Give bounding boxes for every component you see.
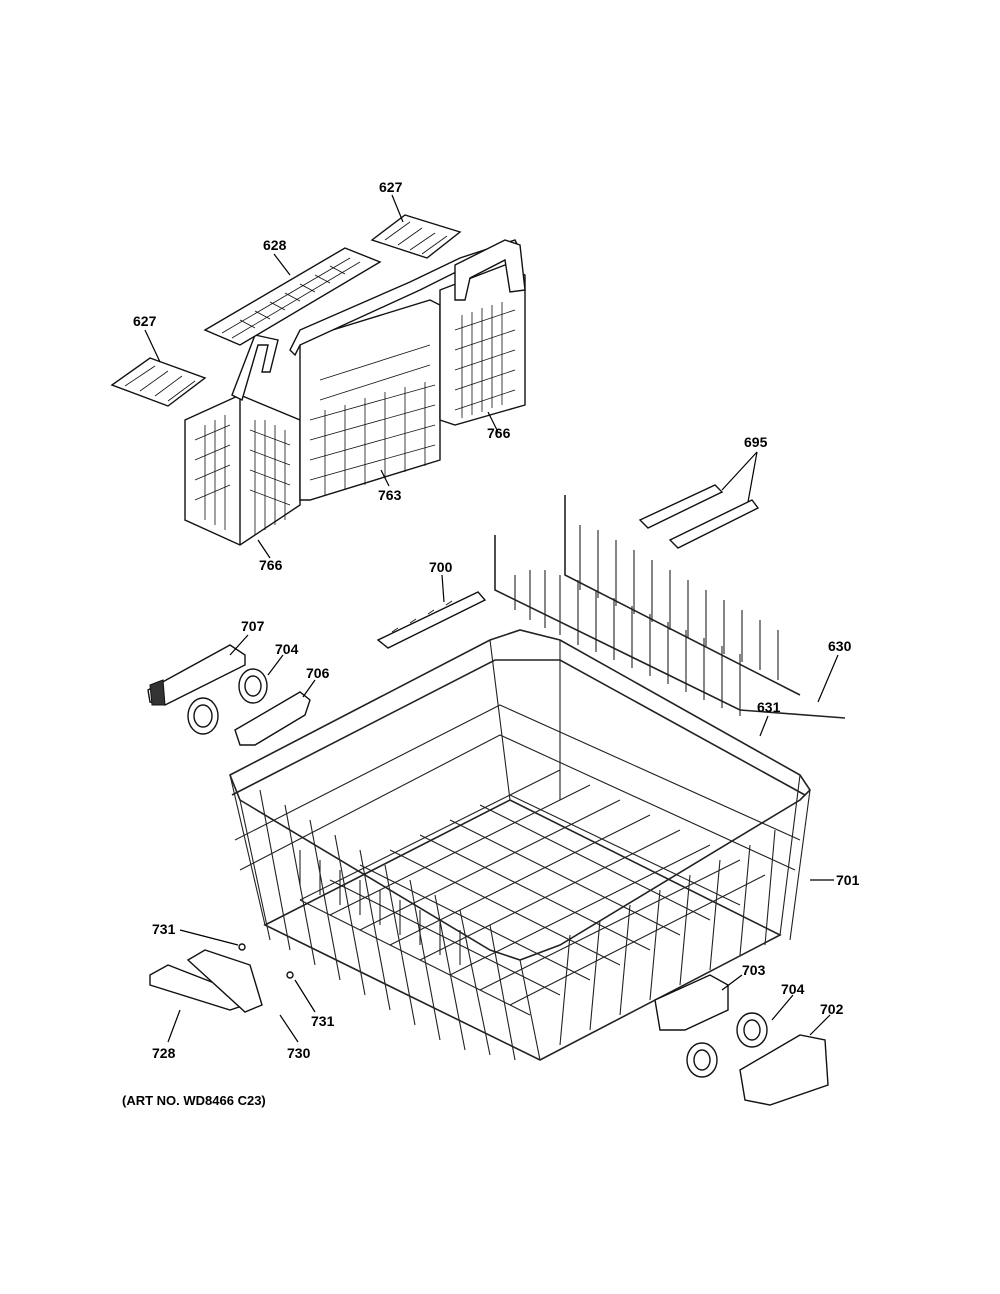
label-695: 695 bbox=[744, 434, 768, 450]
label-702: 702 bbox=[820, 1001, 844, 1017]
front-end-caps bbox=[149, 943, 294, 1013]
label-728: 728 bbox=[152, 1045, 176, 1061]
label-630: 630 bbox=[828, 638, 852, 654]
label-627-left: 627 bbox=[133, 313, 157, 329]
label-631: 631 bbox=[757, 699, 781, 715]
tine-clips-695 bbox=[638, 484, 760, 549]
basket-lid-627-left bbox=[110, 357, 207, 407]
label-707: 707 bbox=[241, 618, 265, 634]
label-701: 701 bbox=[836, 872, 860, 888]
label-766-right: 766 bbox=[487, 425, 511, 441]
label-706: 706 bbox=[306, 665, 330, 681]
label-704-right: 704 bbox=[781, 981, 805, 997]
folding-tine-rows bbox=[494, 495, 846, 719]
label-628: 628 bbox=[263, 237, 287, 253]
art-number-caption: (ART NO. WD8466 C23) bbox=[122, 1093, 266, 1108]
basket-lid-628 bbox=[203, 247, 382, 346]
label-703: 703 bbox=[742, 962, 766, 978]
label-730: 730 bbox=[287, 1045, 311, 1061]
label-731-right: 731 bbox=[311, 1013, 335, 1029]
leader-lines bbox=[144, 194, 839, 1043]
dishwasher-lower-rack bbox=[228, 629, 812, 1061]
label-766-left: 766 bbox=[259, 557, 283, 573]
basket-lid-627-right bbox=[370, 214, 462, 259]
label-731-left: 731 bbox=[152, 921, 176, 937]
wheel-assembly-right bbox=[654, 974, 829, 1106]
label-704-left: 704 bbox=[275, 641, 299, 657]
label-763: 763 bbox=[378, 487, 402, 503]
rail-700 bbox=[376, 591, 487, 649]
silverware-basket bbox=[184, 239, 526, 546]
wheel-assembly-left bbox=[147, 644, 311, 746]
label-700: 700 bbox=[429, 559, 453, 575]
label-627-top: 627 bbox=[379, 179, 403, 195]
